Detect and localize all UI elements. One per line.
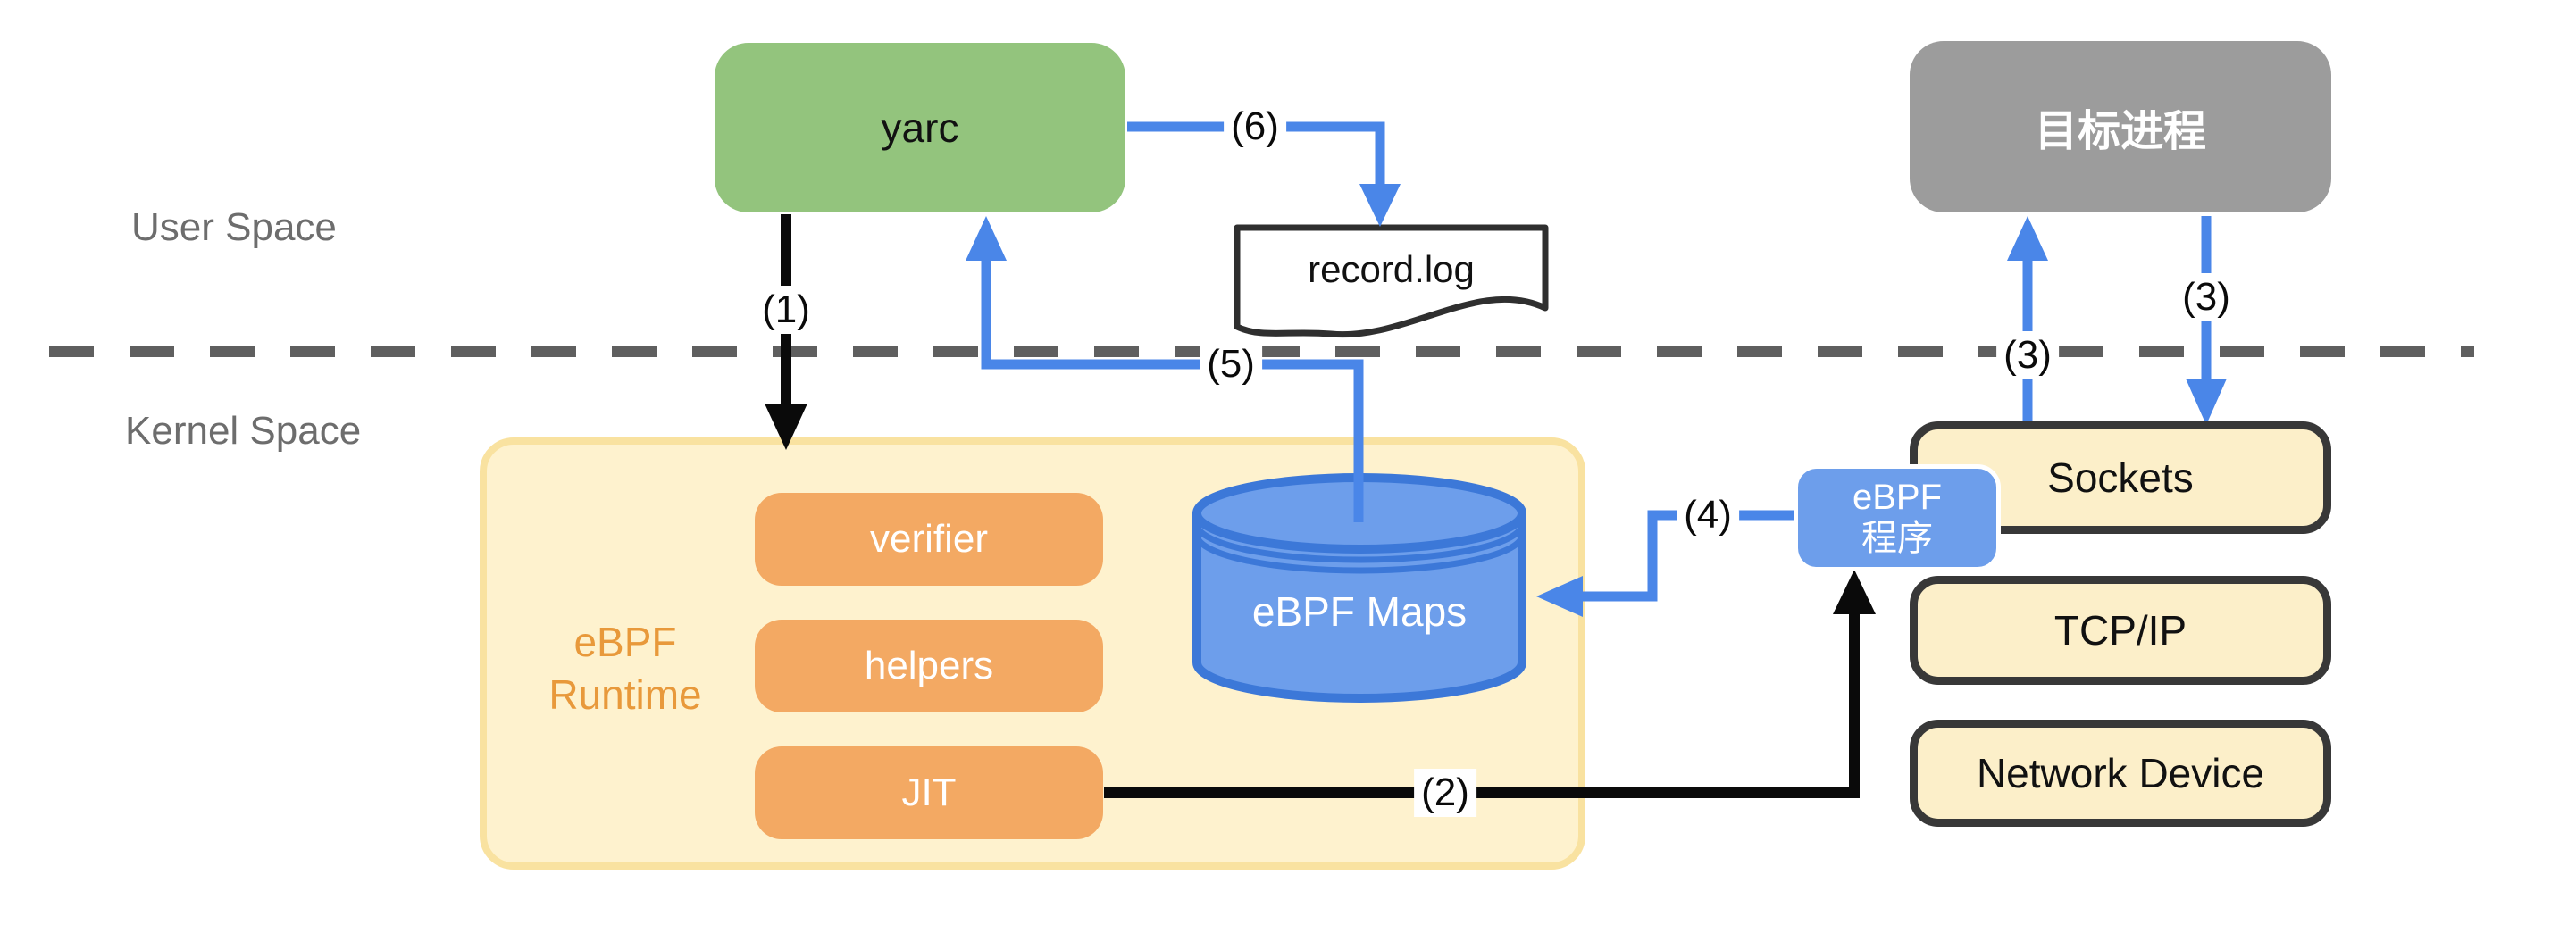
yarc-node: yarc	[715, 43, 1125, 212]
edge-label-2: (2)	[1414, 769, 1476, 817]
sockets-label: Sockets	[2047, 454, 2194, 501]
ebpf-runtime-label: eBPF Runtime	[548, 619, 702, 718]
kernel-space-label: Kernel Space	[125, 409, 362, 453]
network-device-label: Network Device	[1976, 750, 2265, 796]
edge-label-1: (1)	[755, 286, 817, 334]
target-process-node: 目标进程	[1910, 41, 2331, 212]
arrow-4-program-to-maps	[1536, 510, 1795, 617]
jit-node: JIT	[755, 746, 1103, 839]
edge-label-3-up: (3)	[1996, 331, 2059, 379]
tcp-ip-label: TCP/IP	[2053, 607, 2187, 654]
arrow-3-sockets-to-target	[2007, 216, 2048, 423]
user-space-label: User Space	[131, 205, 337, 249]
record-log-document-shape	[1234, 224, 1549, 338]
tcp-ip-node: TCP/IP	[1910, 576, 2331, 685]
ebpf-maps-label: eBPF Maps	[1251, 588, 1468, 635]
network-device-node: Network Device	[1910, 720, 2331, 827]
edge-label-6: (6)	[1224, 103, 1286, 151]
verifier-label: verifier	[869, 517, 989, 561]
arrow-2-jit-to-ebpf-program	[1104, 570, 1876, 798]
arrow-6-yarc-to-recordlog	[1127, 121, 1401, 227]
verifier-node: verifier	[755, 493, 1103, 586]
ebpf-program-node: eBPF 程序	[1794, 464, 2001, 571]
arrow-5-maps-to-yarc	[966, 216, 1364, 522]
record-log-label: record.log	[1308, 248, 1475, 290]
target-process-label: 目标进程	[2034, 108, 2206, 155]
yarc-label: yarc	[881, 104, 959, 151]
edge-label-3-down: (3)	[2175, 273, 2237, 321]
jit-label: JIT	[901, 771, 957, 814]
helpers-label: helpers	[864, 644, 994, 688]
ebpf-maps-cylinder	[1192, 473, 1526, 703]
sockets-node: Sockets	[1910, 421, 2331, 534]
edge-label-4: (4)	[1677, 491, 1739, 539]
edge-label-5: (5)	[1200, 340, 1262, 388]
helpers-node: helpers	[755, 620, 1103, 712]
